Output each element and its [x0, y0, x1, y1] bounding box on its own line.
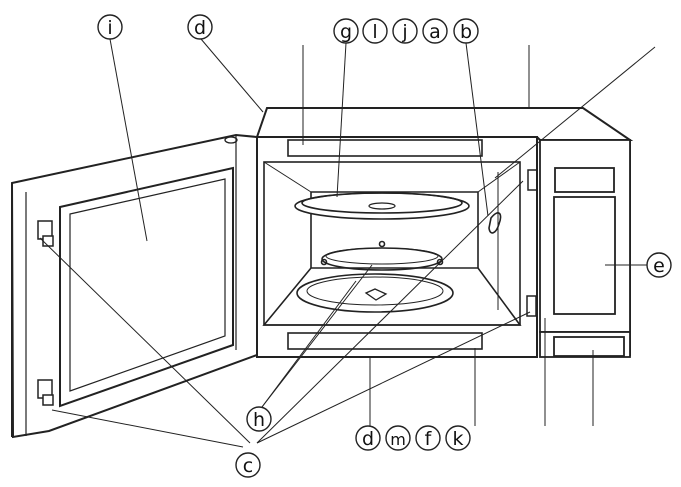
- callout-g: g: [333, 18, 359, 44]
- callout-f: f: [415, 425, 441, 451]
- leader-lines: [39, 38, 656, 448]
- callout-b-label: b: [460, 21, 472, 43]
- control-panel: [539, 139, 631, 358]
- callout-d-bottom: d: [355, 425, 381, 451]
- callout-e: e: [646, 252, 672, 278]
- door-switch-bottom: [526, 295, 537, 317]
- callout-k-label: k: [452, 428, 463, 450]
- door-latch-bottom: [37, 379, 54, 406]
- callout-c: c: [235, 452, 261, 478]
- callout-b: b: [453, 18, 479, 44]
- door-switch-top: [527, 169, 538, 191]
- callout-i-label: i: [107, 17, 112, 39]
- callout-h: h: [246, 406, 272, 432]
- callout-d-top: d: [187, 14, 213, 40]
- callout-l: l: [362, 18, 388, 44]
- callout-g-label: g: [340, 21, 352, 43]
- callout-h-label: h: [253, 409, 265, 431]
- door-window-glass: [69, 178, 226, 392]
- callout-a: a: [422, 18, 448, 44]
- callout-f-label: f: [425, 428, 433, 450]
- callout-k: k: [445, 425, 471, 451]
- waveguide-cover: [488, 212, 502, 234]
- control-panel-window: [553, 196, 616, 315]
- coupler: [364, 288, 388, 301]
- door-window-frame: [59, 166, 234, 408]
- callout-j: j: [392, 18, 418, 44]
- callout-a-label: a: [429, 21, 441, 43]
- door-hinge: [224, 136, 238, 144]
- callout-l-label: l: [372, 21, 377, 43]
- glass-tray: [296, 273, 454, 313]
- turntable-plate-upper: [294, 192, 470, 220]
- roller-ring: [320, 240, 444, 271]
- top-heater: [287, 139, 483, 157]
- control-panel-display: [554, 167, 615, 193]
- bottom-heater: [287, 332, 483, 350]
- callout-i: i: [97, 14, 123, 40]
- callout-d-bottom-label: d: [362, 428, 374, 450]
- callout-c-label: c: [243, 455, 253, 477]
- callout-m-label: m: [390, 430, 406, 449]
- callout-j-label: j: [401, 21, 407, 43]
- door-release-button: [553, 336, 625, 357]
- callout-d-top-label: d: [194, 17, 206, 39]
- callout-e-label: e: [653, 255, 665, 277]
- callout-m: m: [385, 425, 411, 451]
